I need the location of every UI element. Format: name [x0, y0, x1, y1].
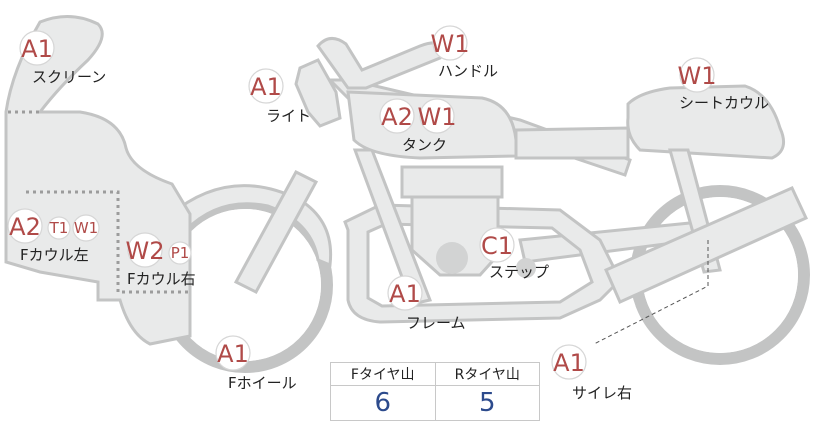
leader-line: [593, 240, 709, 345]
headlight: [294, 58, 342, 128]
part-label-seat-cowl: W1 シートカウル: [678, 57, 769, 112]
part-label-front-wheel: A1 Fホイール: [215, 335, 297, 392]
seat-cowl: [626, 84, 786, 160]
part-label: Fカウル右: [127, 270, 196, 288]
damage-code: A1: [217, 340, 249, 368]
seat: [514, 126, 630, 160]
damage-code: A1: [553, 349, 585, 377]
damage-code: C1: [481, 232, 513, 260]
part-label: Fホイール: [228, 374, 297, 392]
damage-code: A2: [381, 103, 413, 131]
damage-code: W1: [74, 219, 98, 237]
damage-code: A1: [389, 280, 421, 308]
damage-code: W2: [126, 237, 165, 265]
part-label-front-cowl-right: W2 P1 Fカウル右: [126, 232, 196, 288]
damage-code: A1: [21, 35, 53, 63]
damage-code: T1: [49, 219, 69, 237]
part-label-handle: W1 ハンドル: [431, 25, 498, 80]
part-label-light: A1 ライト: [248, 68, 311, 125]
part-label: スクリーン: [32, 68, 106, 86]
damage-code: W1: [678, 62, 717, 90]
part-label: フレーム: [406, 314, 466, 332]
part-label-frame: A1 フレーム: [387, 275, 466, 332]
part-label-screen: A1 スクリーン: [19, 30, 106, 86]
part-label: シートカウル: [679, 94, 769, 112]
part-label: ハンドル: [438, 62, 498, 80]
part-label-silencer-right: A1 サイレ右: [551, 344, 632, 402]
part-label-front-cowl-left: A2 T1 W1 Fカウル左: [7, 208, 100, 264]
damage-code: A2: [9, 213, 41, 241]
part-label: ライト: [266, 107, 311, 125]
part-label: ステップ: [489, 263, 549, 281]
part-label: サイレ右: [572, 384, 632, 402]
part-label: タンク: [402, 136, 447, 154]
front-tire-header: Fタイヤ山: [330, 362, 436, 386]
front-cowl: [4, 15, 192, 346]
damage-code: W1: [431, 30, 470, 58]
muffler: [604, 186, 809, 304]
engine-block: [400, 165, 504, 199]
front-fork: [233, 170, 319, 294]
damage-code: W1: [418, 103, 457, 131]
rear-tire-header: Rタイヤ山: [434, 362, 540, 386]
damage-code: A1: [250, 73, 282, 101]
rear-tire-value: 5: [434, 385, 540, 421]
damage-code: P1: [171, 244, 190, 262]
tire-tread-table: Fタイヤ山 Rタイヤ山 6 5: [330, 362, 540, 421]
cowl-divider-dots: [8, 110, 190, 294]
part-label-tank: A2 W1 タンク: [379, 98, 457, 154]
part-label-step: C1 ステップ: [479, 227, 549, 281]
part-label: Fカウル左: [20, 246, 89, 264]
front-tire-value: 6: [330, 385, 436, 421]
